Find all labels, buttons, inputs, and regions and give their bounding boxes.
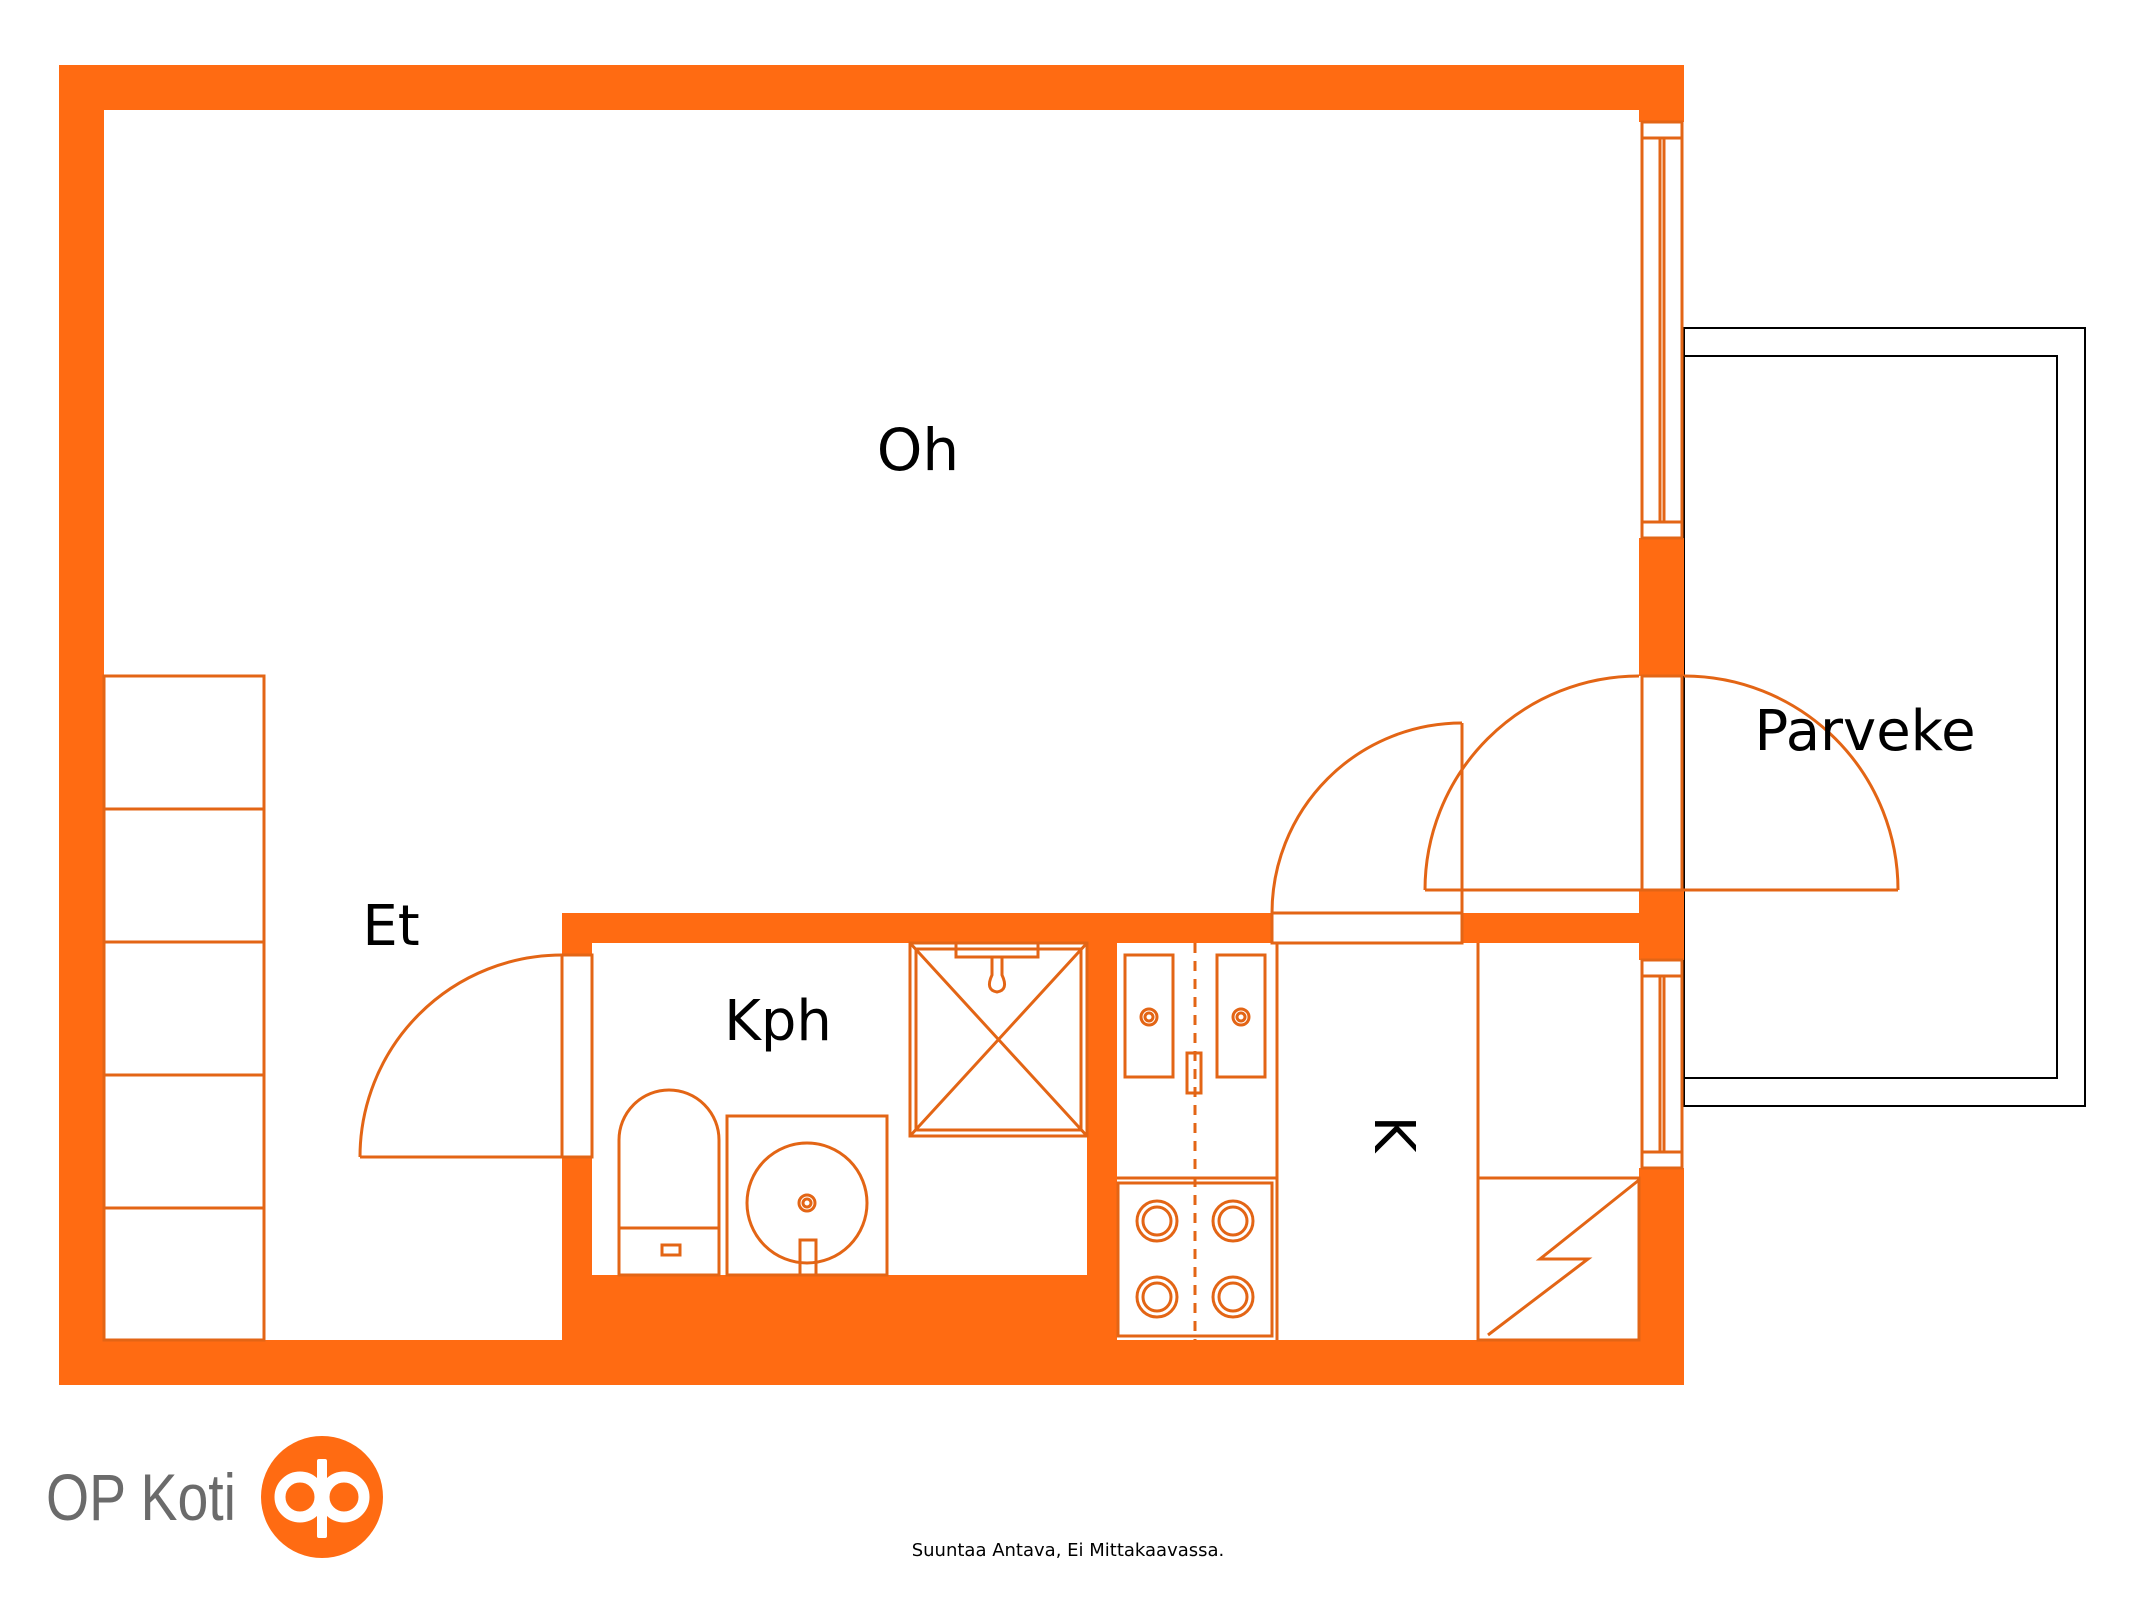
op-logo-icon xyxy=(261,1436,383,1558)
kitchen-sink xyxy=(1123,953,1267,1095)
window-upper xyxy=(1640,120,1684,540)
shower xyxy=(908,941,1089,1138)
brand-name: OP Koti xyxy=(46,1460,236,1534)
room-label-oh: Oh xyxy=(877,416,959,484)
fridge xyxy=(1476,1176,1641,1342)
room-label-k: K xyxy=(1361,1116,1426,1154)
room-label-kph: Kph xyxy=(724,989,832,1054)
wardrobe xyxy=(102,674,266,1342)
balcony xyxy=(1683,327,2086,1107)
window-lower xyxy=(1640,958,1684,1170)
stove xyxy=(1116,1181,1274,1338)
bathroom-door xyxy=(358,953,594,1159)
toilet xyxy=(617,1088,721,1277)
room-label-et: Et xyxy=(362,894,419,959)
scale-disclaimer: Suuntaa Antava, Ei Mittakaavassa. xyxy=(912,1540,1225,1561)
fixtures xyxy=(102,120,1900,1342)
balcony-door xyxy=(1423,674,1900,892)
kitchen-door xyxy=(1270,721,1464,945)
interior-walls xyxy=(562,913,1639,1385)
room-label-parveke: Parveke xyxy=(1754,699,1975,764)
washing-machine xyxy=(725,1114,889,1277)
